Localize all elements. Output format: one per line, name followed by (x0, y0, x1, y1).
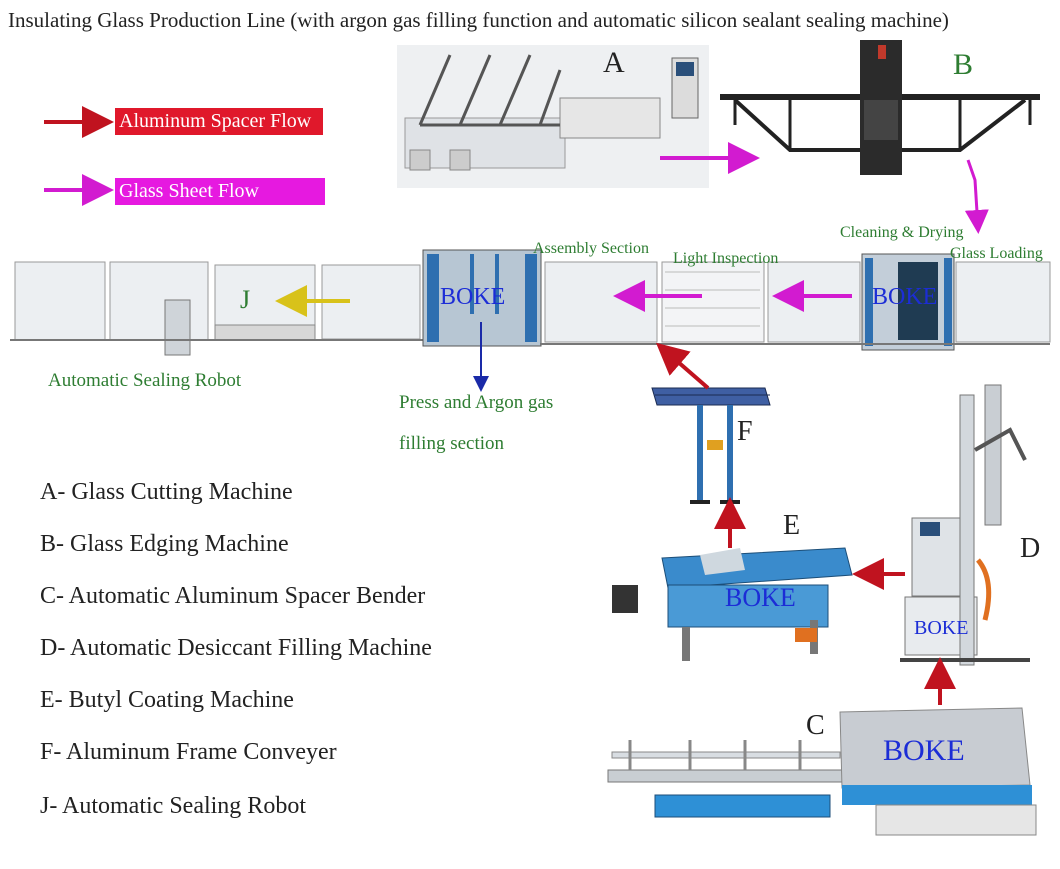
label-press-argon-2: filling section (399, 433, 505, 454)
legend-glass-label: Glass Sheet Flow (119, 180, 259, 202)
brand-boke-desiccant: BOKE (914, 617, 969, 639)
label-f: F (737, 416, 753, 447)
glass-cutting-machine-image (397, 45, 709, 188)
label-e: E (783, 510, 801, 541)
key-item-c: C- Automatic Aluminum Spacer Bender (40, 583, 426, 609)
legend-glass-sheet-flow: Glass Sheet Flow (115, 178, 325, 205)
label-sealing-robot: Automatic Sealing Robot (48, 370, 242, 391)
glass-edging-machine-image (720, 40, 1040, 175)
brand-boke-press: BOKE (440, 284, 506, 310)
main-line-image (10, 249, 1051, 356)
key-item-d: D- Automatic Desiccant Filling Machine (40, 635, 432, 661)
label-c: C (806, 710, 825, 741)
brand-boke-butyl: BOKE (725, 583, 796, 612)
legend-aluminum-spacer-flow: Aluminum Spacer Flow (115, 108, 323, 135)
key-item-a: A- Glass Cutting Machine (40, 479, 293, 505)
key-item-e: E- Butyl Coating Machine (40, 687, 294, 713)
key-item-b: B- Glass Edging Machine (40, 531, 289, 557)
label-press-argon-1: Press and Argon gas (399, 392, 554, 413)
key-item-j: J- Automatic Sealing Robot (40, 793, 306, 819)
label-j: J (240, 285, 251, 314)
label-glass-loading: Glass Loading (950, 245, 1043, 262)
spacer-bender-image (607, 707, 1037, 836)
key-item-f: F- Aluminum Frame Conveyer (40, 739, 337, 765)
label-cleaning-drying: Cleaning & Drying (840, 224, 964, 241)
legend-aluminum-label: Aluminum Spacer Flow (119, 110, 312, 132)
desiccant-filling-machine-image (900, 384, 1030, 666)
label-d: D (1020, 533, 1041, 564)
brand-boke-bender: BOKE (883, 734, 965, 767)
label-light-inspection: Light Inspection (673, 250, 779, 267)
label-assembly-section: Assembly Section (533, 240, 649, 257)
page-title: Insulating Glass Production Line (with a… (8, 8, 949, 32)
label-a: A (603, 46, 625, 79)
label-b: B (953, 48, 974, 81)
brand-boke-washer: BOKE (872, 284, 938, 310)
butyl-coating-machine-image (612, 547, 853, 661)
